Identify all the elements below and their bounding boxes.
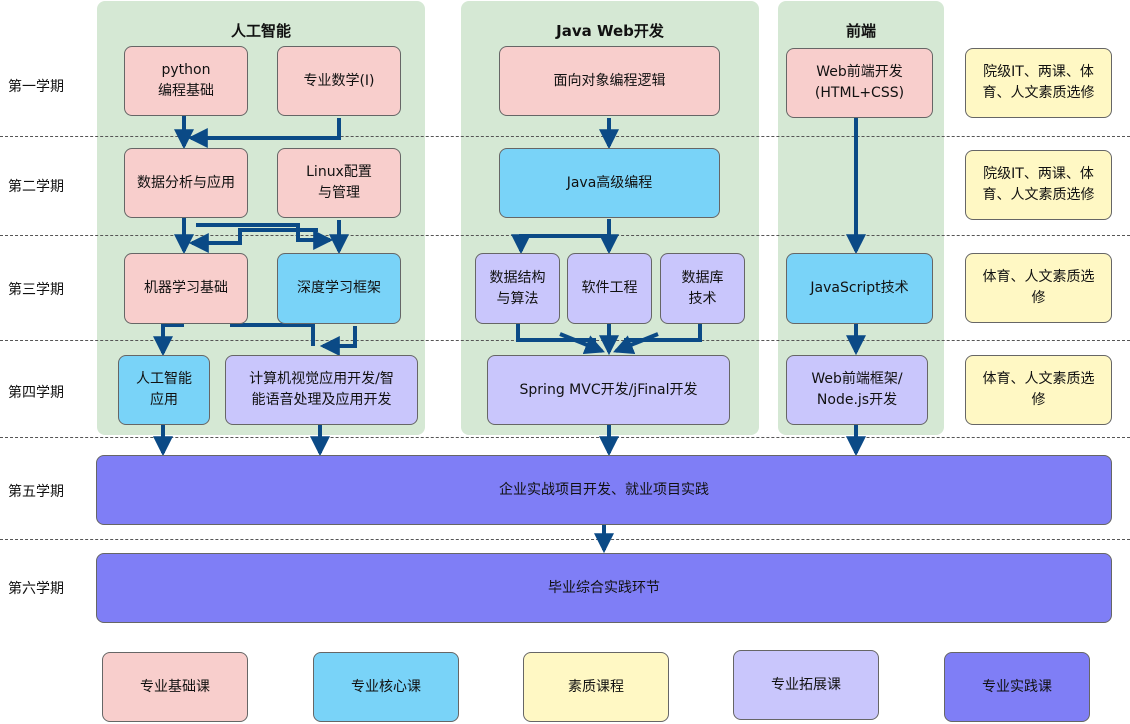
legend-base-course: 专业基础课 bbox=[102, 652, 248, 722]
course-ai-application: 人工智能 应用 bbox=[118, 355, 210, 425]
course-dl-framework: 深度学习框架 bbox=[277, 253, 401, 324]
course-web-frontend: Web前端开发 (HTML+CSS) bbox=[786, 48, 933, 118]
semester-label-1: 第一学期 bbox=[8, 79, 64, 95]
frontend-column-title: 前端 bbox=[845, 22, 876, 40]
semester-divider bbox=[0, 539, 1130, 540]
course-ml-basics: 机器学习基础 bbox=[124, 253, 248, 324]
course-web-framework: Web前端框架/ Node.js开发 bbox=[786, 355, 928, 425]
semester-divider bbox=[0, 437, 1130, 438]
course-software-engineering: 软件工程 bbox=[567, 253, 652, 324]
semester-label-3: 第三学期 bbox=[8, 282, 64, 298]
course-elective-s4: 体育、人文素质选 修 bbox=[965, 355, 1112, 425]
course-graduation-practice: 毕业综合实践环节 bbox=[96, 553, 1112, 623]
course-elective-s1: 院级IT、两课、体 育、人文素质选修 bbox=[965, 48, 1112, 118]
ai-column-title: 人工智能 bbox=[230, 22, 291, 40]
course-data-analysis: 数据分析与应用 bbox=[124, 148, 248, 218]
semester-label-6: 第六学期 bbox=[8, 581, 64, 597]
course-java-advanced: Java高级编程 bbox=[499, 148, 720, 218]
course-python-basics: python 编程基础 bbox=[124, 46, 248, 116]
legend-quality-course: 素质课程 bbox=[523, 652, 669, 722]
course-spring-mvc: Spring MVC开发/jFinal开发 bbox=[487, 355, 730, 425]
semester-label-2: 第二学期 bbox=[8, 179, 64, 195]
course-oop-logic: 面向对象编程逻辑 bbox=[499, 46, 720, 116]
legend-practice-course: 专业实践课 bbox=[944, 652, 1090, 722]
course-linux: Linux配置 与管理 bbox=[277, 148, 401, 218]
semester-divider bbox=[0, 136, 1130, 137]
course-cv-speech: 计算机视觉应用开发/智 能语音处理及应用开发 bbox=[225, 355, 418, 425]
javaweb-column-title: Java Web开发 bbox=[556, 22, 664, 40]
semester-label-5: 第五学期 bbox=[8, 484, 64, 500]
semester-divider bbox=[0, 235, 1130, 236]
course-math: 专业数学(I) bbox=[277, 46, 401, 116]
course-database: 数据库 技术 bbox=[660, 253, 745, 324]
course-elective-s3: 体育、人文素质选 修 bbox=[965, 253, 1112, 323]
course-data-structures: 数据结构 与算法 bbox=[475, 253, 560, 324]
course-elective-s2: 院级IT、两课、体 育、人文素质选修 bbox=[965, 150, 1112, 220]
course-enterprise-project: 企业实战项目开发、就业项目实践 bbox=[96, 455, 1112, 525]
legend-core-course: 专业核心课 bbox=[313, 652, 459, 722]
semester-label-4: 第四学期 bbox=[8, 385, 64, 401]
legend-extension-course: 专业拓展课 bbox=[733, 650, 879, 720]
course-javascript: JavaScript技术 bbox=[786, 253, 933, 324]
semester-divider bbox=[0, 340, 1130, 341]
